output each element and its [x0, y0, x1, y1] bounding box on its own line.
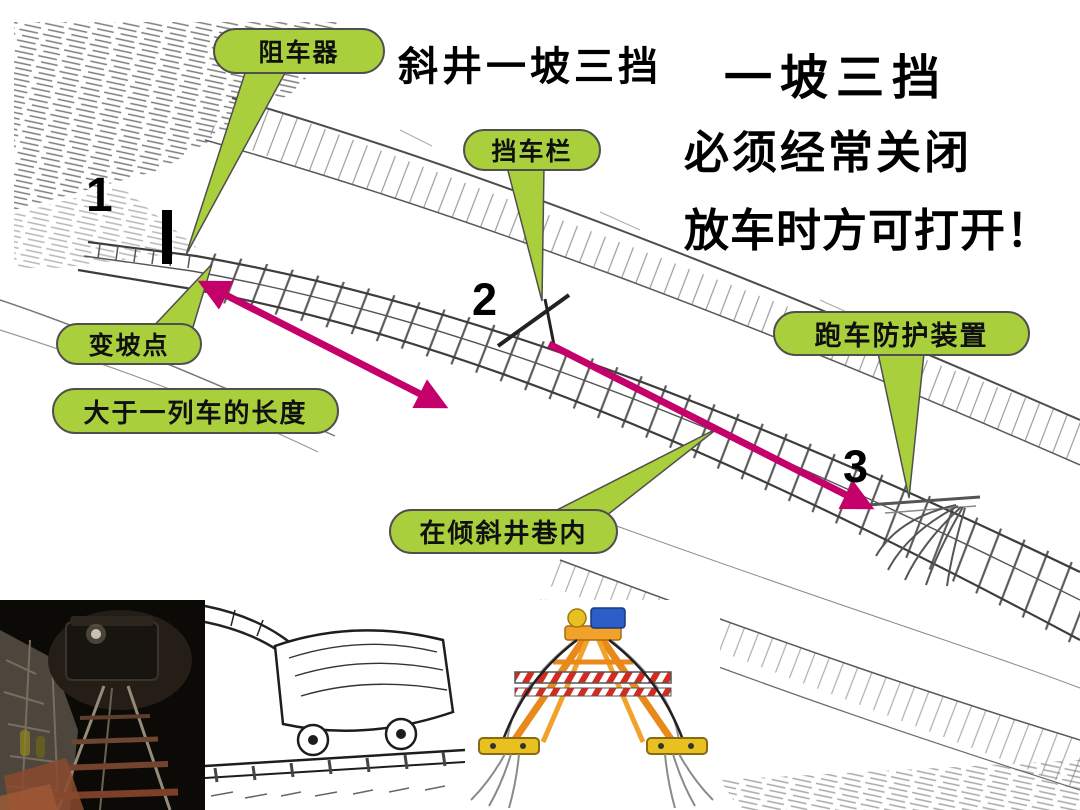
slide-title: 斜井一坡三挡	[398, 44, 662, 89]
callout-train-length-note: 大于一列车的长度	[52, 388, 339, 434]
mine-car-drawing	[205, 600, 465, 810]
callout-tail-runaway-protection	[877, 352, 925, 499]
marker-2: 2	[472, 274, 498, 325]
incline-direction-arrow	[547, 340, 875, 510]
callout-slope-change-point: 变坡点	[56, 323, 202, 365]
callout-runaway-protection: 跑车防护装置	[773, 311, 1030, 356]
callout-inclined-shaft-note: 在倾斜井巷内	[389, 509, 618, 554]
marker-1: 1	[86, 169, 113, 222]
train-length-double-arrow	[197, 280, 449, 409]
callout-car-stopper: 阻车器	[213, 28, 385, 74]
warning-line-2: 必须经常关闭	[684, 127, 973, 178]
photo-mine-tunnel	[0, 600, 205, 810]
marker-3: 3	[843, 441, 869, 492]
roof-line	[204, 97, 1080, 466]
car-stopper-symbol	[162, 210, 172, 264]
sketch-mine-car	[205, 600, 465, 810]
callout-tail-car-stopper	[185, 69, 287, 256]
callout-tail-car-barrier	[506, 166, 545, 302]
warning-line-1: 一坡三挡	[724, 52, 949, 105]
runaway-protection-sketch	[867, 495, 981, 587]
car-barrier-sketch	[496, 293, 571, 348]
protection-device-image	[465, 600, 720, 810]
callout-car-barrier: 挡车栏	[463, 129, 601, 171]
mine-tunnel-image	[0, 600, 205, 810]
illustration-runaway-protection-device	[465, 600, 720, 810]
warning-line-3: 放车时方可打开！	[684, 205, 1053, 256]
